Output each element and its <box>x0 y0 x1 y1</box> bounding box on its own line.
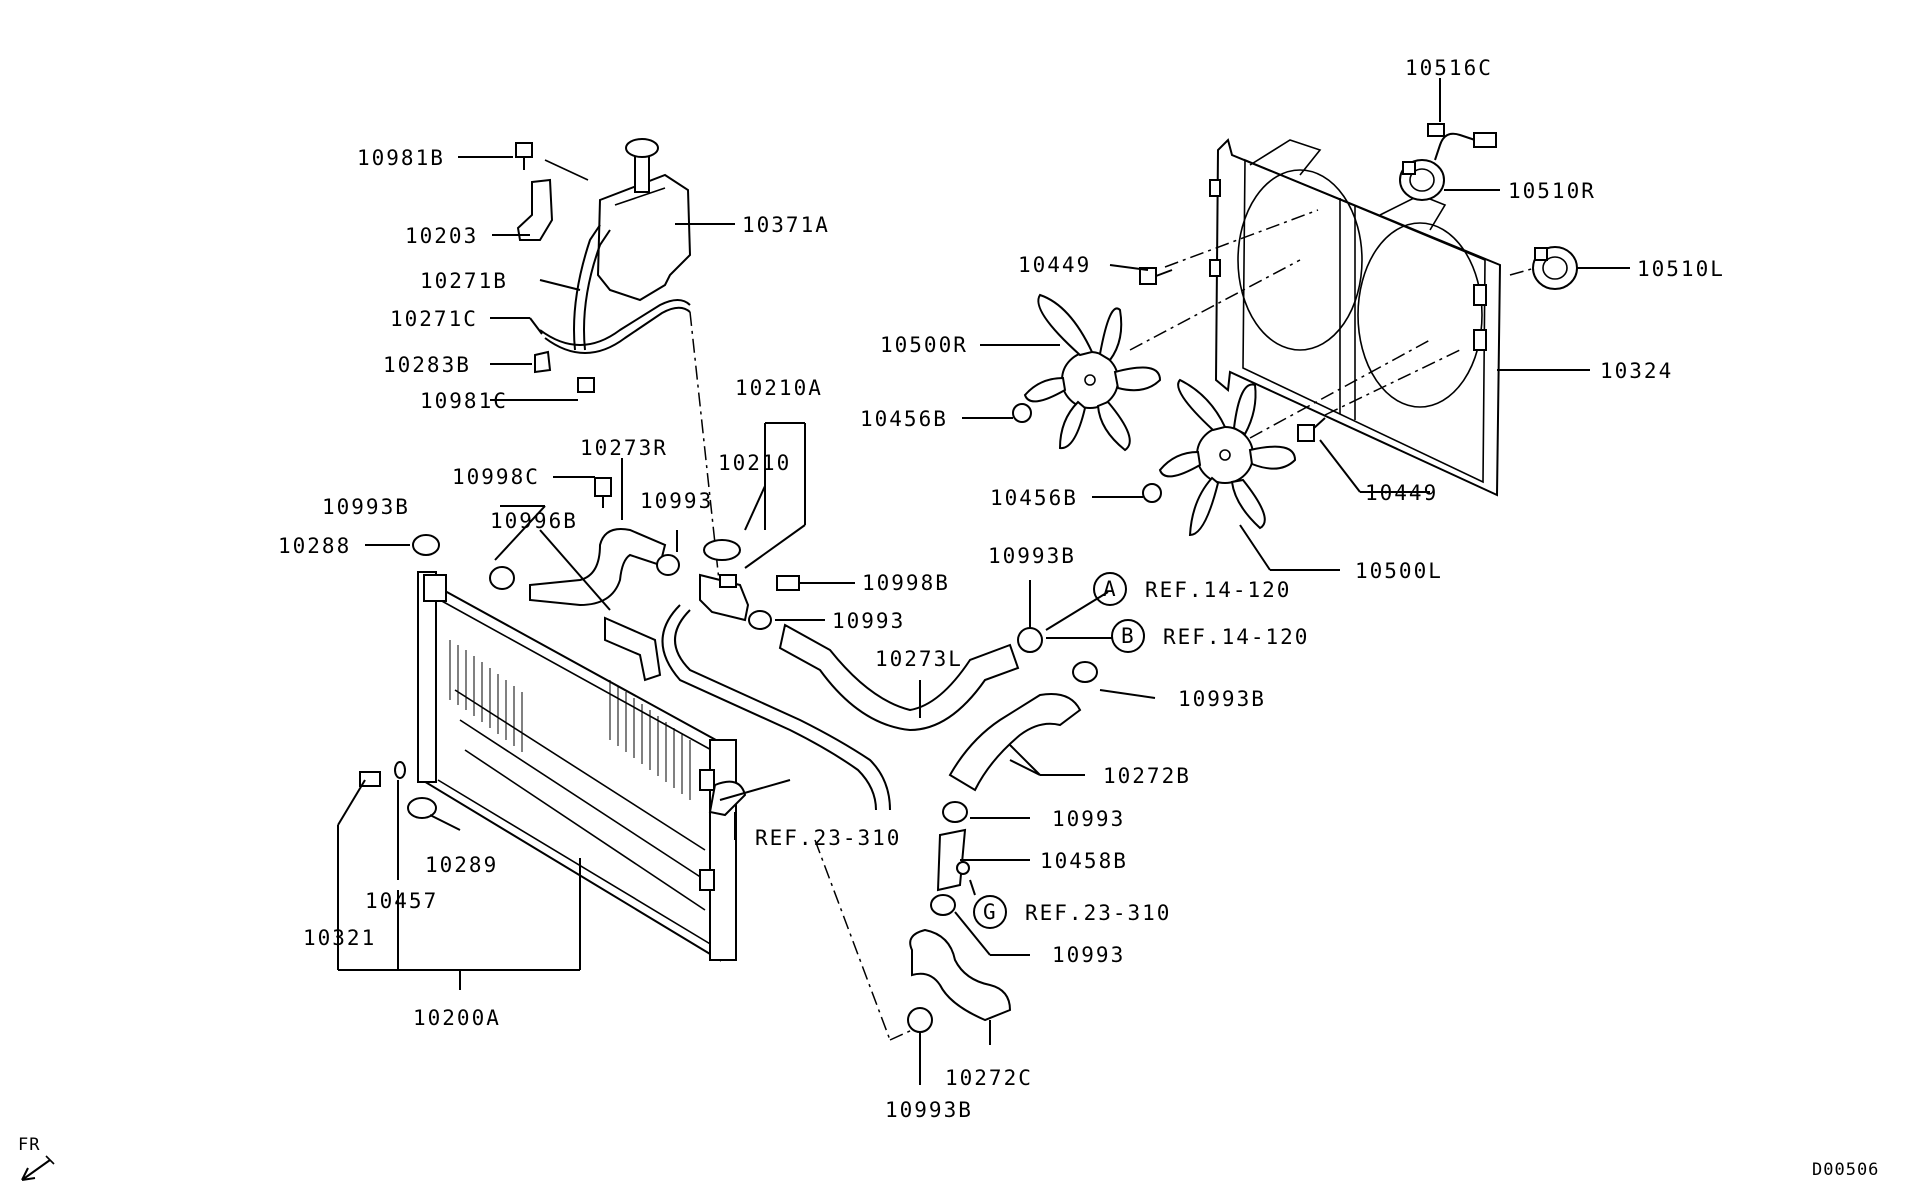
reservoir-bracket <box>516 178 554 374</box>
label-10288: 10288 <box>278 534 351 558</box>
label-10500L: 10500L <box>1355 559 1443 583</box>
label-10200A: 10200A <box>413 1006 501 1030</box>
label-10271C: 10271C <box>390 307 478 331</box>
harness-connector <box>1427 123 1497 161</box>
label-ref-g: REF.23-310 <box>1025 901 1171 925</box>
front-direction-indicator: FR <box>18 1135 55 1181</box>
label-10210A: 10210A <box>735 376 823 400</box>
label-10510R: 10510R <box>1508 179 1596 203</box>
nut-10456B-lower <box>1142 483 1162 503</box>
label-ref-b: REF.14-120 <box>1163 625 1309 649</box>
ref-marker-g: G <box>973 895 1007 929</box>
label-10993-upper: 10993 <box>640 489 713 513</box>
label-10449-lower: 10449 <box>1365 481 1438 505</box>
hose-10273L <box>778 623 1020 732</box>
label-10203: 10203 <box>405 224 478 248</box>
label-10273R: 10273R <box>580 436 668 460</box>
label-10271B: 10271B <box>420 269 508 293</box>
label-10272C: 10272C <box>945 1066 1033 1090</box>
clamp-10993-b <box>748 610 772 630</box>
bolt-10998C <box>594 477 612 508</box>
radiator <box>417 571 737 962</box>
clamp-10993B-b <box>1017 627 1043 653</box>
clamp-10993B-a <box>489 566 515 590</box>
label-ref-a: REF.14-120 <box>1145 578 1291 602</box>
label-10324: 10324 <box>1600 359 1673 383</box>
label-10283B: 10283B <box>383 353 471 377</box>
label-10993B-right: 10993B <box>1178 687 1266 711</box>
reservoir-hose <box>539 224 691 354</box>
ref-marker-b-letter: B <box>1121 624 1136 648</box>
fan-motor-right <box>1399 159 1445 201</box>
switch-10998B <box>776 575 800 591</box>
label-10510L: 10510L <box>1637 257 1725 281</box>
clamp-10993B-c <box>1072 661 1098 683</box>
fan-motor-left <box>1532 246 1578 290</box>
label-10516C: 10516C <box>1405 56 1493 80</box>
pipe-10996B <box>604 616 662 682</box>
clamp-10993-c <box>942 801 968 823</box>
label-10996B: 10996B <box>490 509 578 533</box>
label-10981B: 10981B <box>357 146 445 170</box>
label-10998B: 10998B <box>862 571 950 595</box>
label-10273L: 10273L <box>875 647 963 671</box>
leader-lines <box>337 78 1630 1085</box>
clamp-10993-a <box>656 554 680 576</box>
bolt-10981C <box>577 377 595 393</box>
fan-blade-left <box>1158 378 1297 537</box>
label-10456B-upper: 10456B <box>860 407 948 431</box>
radiator-cap-10210 <box>703 539 741 561</box>
front-label: FR <box>18 1135 40 1155</box>
label-10321: 10321 <box>303 926 376 950</box>
label-10456B-lower: 10456B <box>990 486 1078 510</box>
label-10993-mid: 10993 <box>832 609 905 633</box>
bolt-10981B <box>515 142 533 170</box>
ref-marker-b: B <box>1111 619 1145 653</box>
hose-10272B <box>948 693 1082 792</box>
label-10981C: 10981C <box>420 389 508 413</box>
ref-marker-a-letter: A <box>1103 577 1118 601</box>
label-10998C: 10998C <box>452 465 540 489</box>
label-10457: 10457 <box>365 889 438 913</box>
reservoir-tank <box>596 138 692 302</box>
label-10449-upper: 10449 <box>1018 253 1091 277</box>
fan-blade-right <box>1023 293 1162 452</box>
bolt-10449-lower <box>1297 417 1326 442</box>
oring-10457 <box>394 761 406 779</box>
diagram-code: D00506 <box>1812 1160 1879 1180</box>
ref-marker-a: A <box>1093 572 1127 606</box>
clamp-10993B-d <box>907 1007 933 1033</box>
label-10993B-bottom: 10993B <box>885 1098 973 1122</box>
fan-shroud <box>1209 138 1502 497</box>
label-10272B: 10272B <box>1103 764 1191 788</box>
label-10993-bottom: 10993 <box>1052 943 1125 967</box>
upper-outlet-10210A <box>699 573 750 622</box>
label-10993-lower: 10993 <box>1052 807 1125 831</box>
radiator-hatching <box>449 640 691 800</box>
drain-plug-10321 <box>359 771 381 787</box>
pipe-10458B <box>936 828 970 892</box>
plug-10288 <box>412 534 440 556</box>
label-10993B-upper-left: 10993B <box>322 495 410 519</box>
label-10993B-ref-a: 10993B <box>988 544 1076 568</box>
label-10371A: 10371A <box>742 213 830 237</box>
nut-10456B-upper <box>1012 403 1032 423</box>
pipe-ref-23-310 <box>661 604 891 811</box>
part-labels: 10516C 10510R 10510L 10449 10324 10500R … <box>278 56 1725 1122</box>
bolt-10449-upper <box>1139 267 1173 285</box>
label-10289: 10289 <box>425 853 498 877</box>
label-10458B: 10458B <box>1040 849 1128 873</box>
label-ref-23-310: REF.23-310 <box>755 826 901 850</box>
cushion-10289 <box>407 797 437 819</box>
label-10500R: 10500R <box>880 333 968 357</box>
clamp-10993-d <box>930 894 956 916</box>
label-10210: 10210 <box>718 451 791 475</box>
ref-marker-g-letter: G <box>983 900 998 924</box>
hose-10272C <box>909 928 1012 1022</box>
